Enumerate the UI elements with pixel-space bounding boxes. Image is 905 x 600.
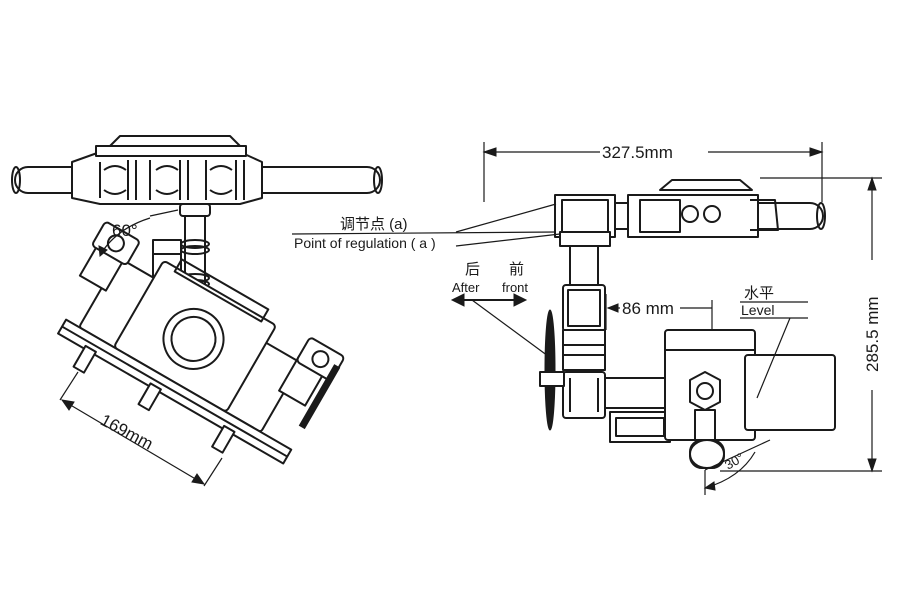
after-front-arrow bbox=[450, 293, 549, 357]
right-total-width-dimension bbox=[482, 142, 824, 202]
right-adjust-knob bbox=[539, 309, 565, 431]
front-cn-label: 前 bbox=[509, 261, 524, 278]
right-total-width-label: 327.5mm bbox=[602, 143, 673, 162]
regulation-point-cn-label: 调节点 (a) bbox=[340, 216, 408, 233]
tilt-angle-arc bbox=[703, 439, 771, 495]
left-width-label: 169mm bbox=[97, 410, 156, 453]
right-offset-dimension bbox=[605, 294, 713, 330]
level-callout bbox=[740, 301, 808, 399]
regulation-point-en-label: Point of regulation ( a ) bbox=[294, 235, 436, 251]
right-lower-clamp bbox=[689, 371, 725, 469]
left-width-dimension bbox=[59, 371, 223, 487]
level-cn-label: 水平 bbox=[744, 285, 774, 302]
left-bar-clamp bbox=[71, 135, 263, 205]
after-cn-label: 后 bbox=[465, 261, 480, 278]
right-vertical-post bbox=[562, 245, 606, 419]
after-en-label: After bbox=[452, 280, 480, 295]
tilt-angle-label: 30° bbox=[722, 450, 747, 473]
regulation-point-callout bbox=[291, 203, 561, 247]
left-camera-cage bbox=[57, 221, 345, 465]
left-angle-arc bbox=[98, 209, 179, 258]
left-angle-label: 60° bbox=[112, 221, 138, 240]
left-view: 60° 169mm bbox=[11, 135, 383, 487]
right-height-dimension bbox=[720, 176, 882, 473]
right-height-label: 285.5 mm bbox=[863, 296, 882, 372]
right-offset-label: 86 mm bbox=[622, 299, 674, 318]
right-view: 327.5mm bbox=[291, 142, 882, 495]
front-en-label: front bbox=[502, 280, 528, 295]
right-handlebar bbox=[554, 179, 826, 247]
level-en-label: Level bbox=[741, 302, 774, 318]
